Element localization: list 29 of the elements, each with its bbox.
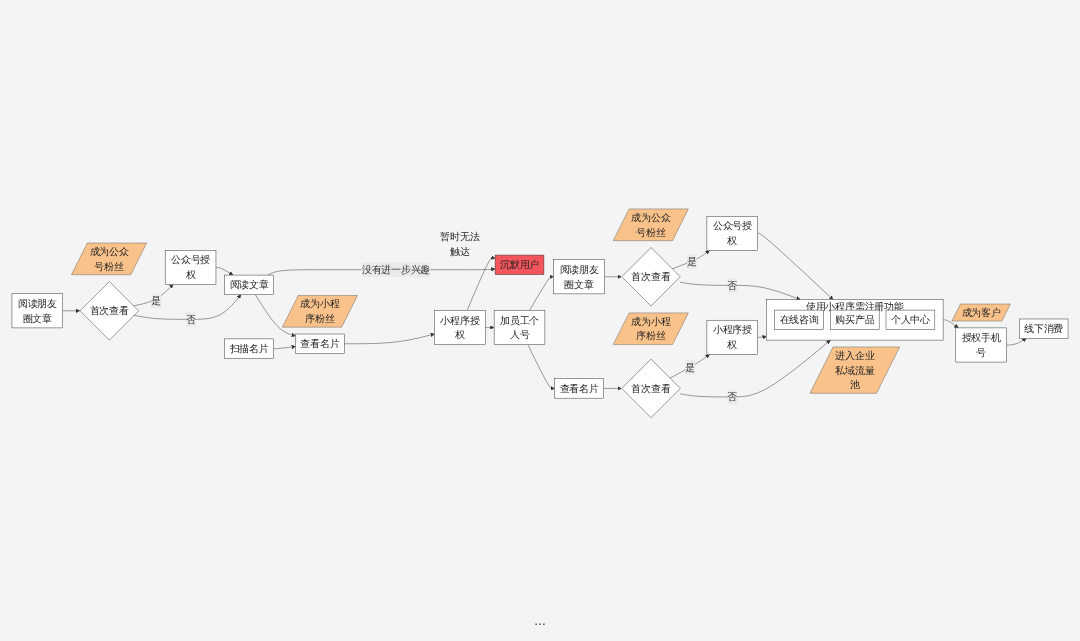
node-box: 在线咨询 — [774, 310, 824, 331]
node-box: 阅读文章 — [224, 275, 274, 295]
node-box: 个人中心 — [885, 310, 936, 331]
node-box: 公众号授权 — [706, 216, 758, 251]
node-box: 小程序授权 — [434, 310, 486, 346]
edge-label: 是 — [151, 295, 162, 307]
node-box: 查看名片 — [554, 378, 604, 399]
edge-label: 否 — [727, 279, 738, 292]
node-box: 扫描名片 — [224, 338, 274, 359]
edge-label: 否 — [185, 313, 196, 326]
node-box: 授权手机号 — [955, 327, 1007, 363]
node-box: 沉默用户 — [494, 255, 545, 275]
node-diamond: 首次查看 — [79, 281, 139, 341]
edge-label: 没有进一步兴趣 — [361, 264, 431, 276]
node-box: 小程序授权 — [706, 320, 758, 355]
node-box: 加员工个人号 — [493, 310, 546, 346]
edge-label: 是 — [685, 361, 696, 374]
node-box: 阅读朋友圈文章 — [553, 259, 605, 295]
node-box: 线下消费 — [1019, 318, 1069, 339]
node-box: 购买产品 — [830, 310, 880, 331]
node-diamond: 首次查看 — [621, 247, 681, 307]
edge-label: 是 — [686, 255, 697, 268]
edge-label: 否 — [727, 391, 738, 403]
node-label: 暂时无法触达 — [440, 231, 480, 258]
note: ... — [534, 613, 546, 628]
node-box: 阅读朋友圈文章 — [11, 293, 63, 329]
node-diamond: 首次查看 — [621, 359, 681, 419]
node-box: 公众号授权 — [164, 250, 217, 285]
node-box: 查看名片 — [295, 333, 345, 354]
